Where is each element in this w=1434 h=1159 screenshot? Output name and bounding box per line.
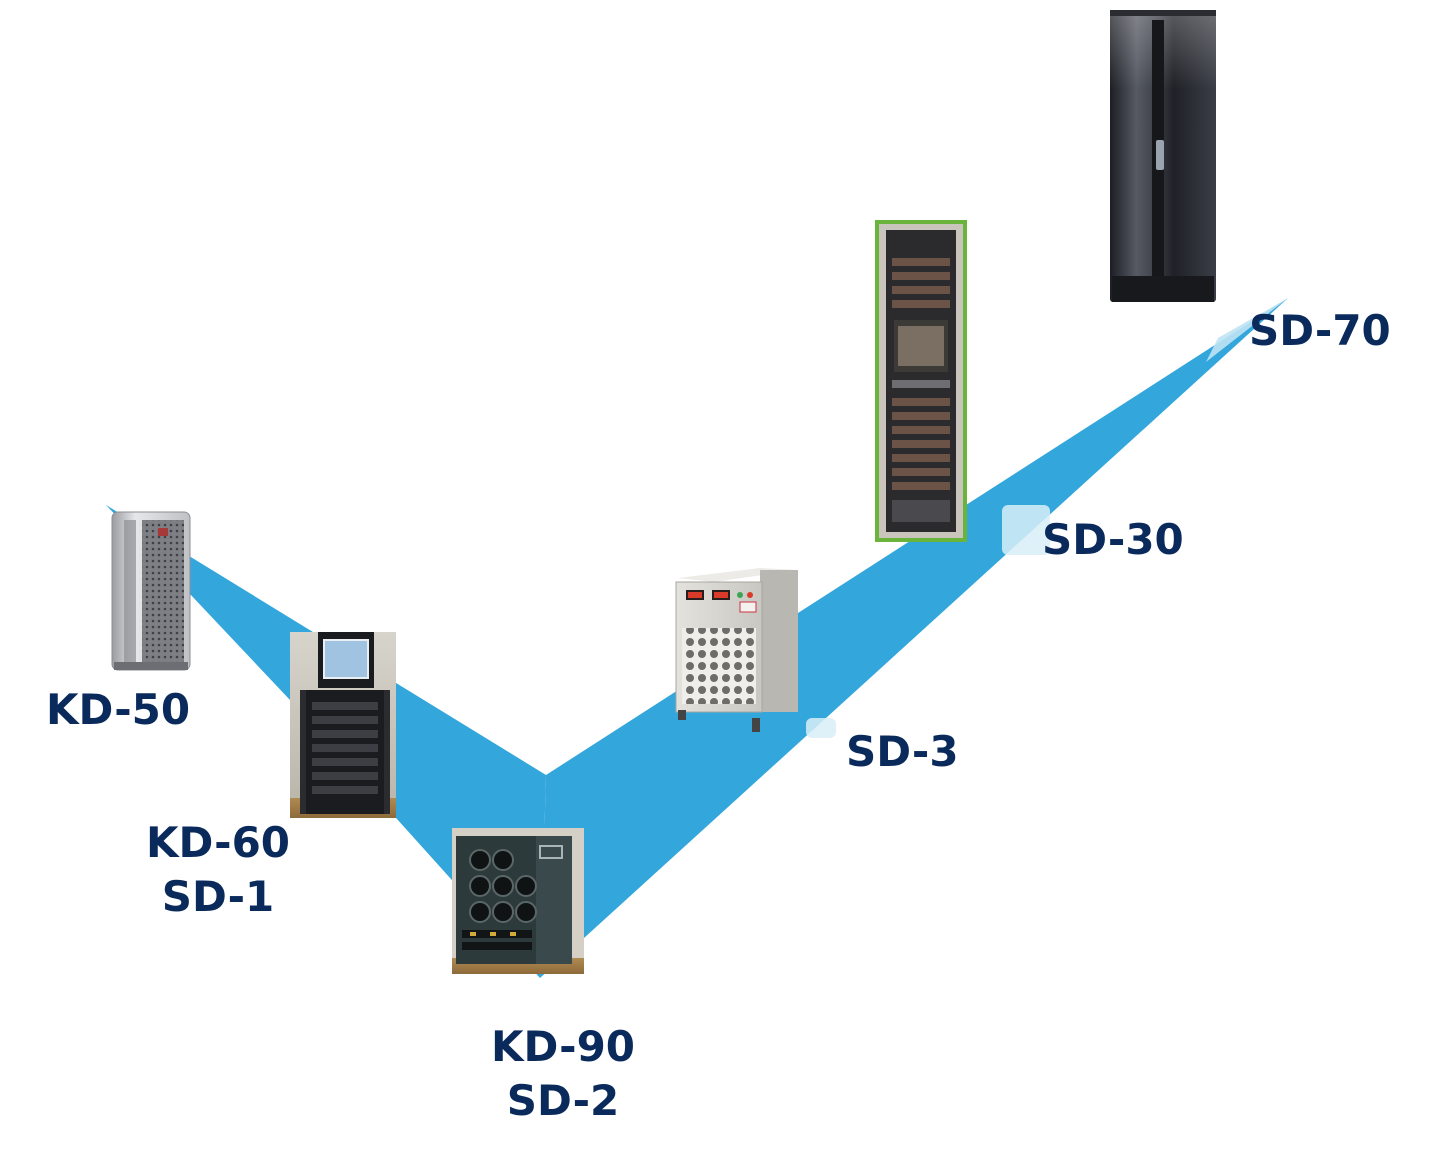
label-sd-2-text: SD-2 [506, 1076, 620, 1125]
blue-ribbon [106, 298, 1288, 978]
sd-70-server-cabinet-icon [1110, 10, 1216, 302]
kd-90-fan-cabinet-icon [452, 828, 584, 974]
label-kd-50: KD-50 [46, 683, 190, 737]
label-sd-70-text: SD-70 [1249, 306, 1391, 355]
label-sd-70: SD-70 [1249, 304, 1391, 358]
label-sd-3-text: SD-3 [846, 727, 959, 776]
label-sd-3: SD-3 [846, 725, 959, 779]
label-kd-90-text: KD-90 [490, 1022, 636, 1071]
label-sd-1-text: SD-1 [161, 872, 275, 921]
kd-60-rack-icon [290, 632, 396, 818]
ribbon-right-arm [540, 298, 1288, 978]
label-kd-60-text: KD-60 [145, 818, 291, 867]
sd-30-rack-icon [875, 220, 967, 542]
kd-50-cabinet-icon [111, 511, 191, 671]
ribbon-highlight-sd3 [806, 718, 836, 738]
label-kd-90-sd-2: KD-90 SD-2 [473, 1020, 653, 1128]
label-sd-30-text: SD-30 [1042, 515, 1184, 564]
sd-3-power-unit-icon [675, 568, 798, 732]
label-kd-50-text: KD-50 [46, 685, 191, 734]
ribbon-left-arm [106, 505, 546, 978]
label-kd-60-sd-1: KD-60 SD-1 [128, 816, 308, 924]
label-sd-30: SD-30 [1042, 513, 1184, 567]
ribbon-highlight-sd30 [1002, 505, 1050, 555]
ribbon-highlight-top [1206, 298, 1288, 362]
